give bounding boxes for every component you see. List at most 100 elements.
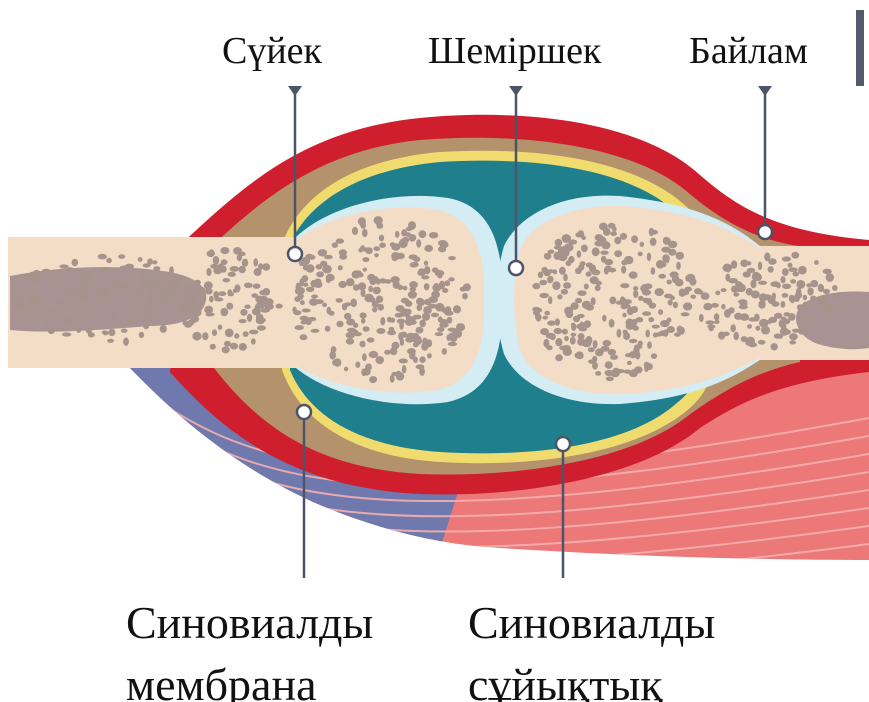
spongy-dot — [548, 269, 554, 273]
spongy-dot — [823, 289, 830, 294]
spongy-dot — [169, 266, 174, 274]
spongy-dot — [796, 280, 805, 289]
spongy-dot — [623, 332, 630, 340]
label-synovial-fluid-line2: сұйықтық — [468, 654, 715, 702]
spongy-dot — [357, 273, 363, 278]
label-synovial-membrane-line2: мембрана — [126, 654, 373, 702]
spongy-dot — [257, 325, 266, 330]
spongy-dot — [768, 266, 774, 273]
label-synovial-fluid-line1: Синовиалды — [468, 592, 715, 654]
label-synovial-membrane: Синовиалды мембрана — [126, 592, 373, 702]
spongy-dot — [43, 321, 51, 327]
spongy-dot — [80, 293, 88, 301]
spongy-dot — [797, 304, 805, 310]
spongy-dot — [240, 309, 247, 316]
spongy-dot — [361, 318, 366, 323]
spongy-dot — [427, 353, 432, 358]
spongy-dot — [633, 347, 639, 354]
spongy-dot — [764, 252, 770, 261]
spongy-dot — [644, 291, 649, 295]
spongy-dot — [70, 302, 77, 308]
spongy-dot — [102, 267, 109, 272]
spongy-dot — [139, 270, 148, 279]
spongy-dot — [387, 330, 396, 335]
spongy-dot — [369, 376, 376, 383]
spongy-dot — [759, 319, 769, 328]
spongy-dot — [621, 266, 626, 274]
spongy-dot — [187, 300, 196, 305]
spongy-dot — [350, 299, 357, 308]
spongy-dot — [40, 309, 45, 315]
spongy-dot — [202, 332, 208, 340]
spongy-dot — [541, 267, 547, 273]
spongy-dot — [59, 264, 68, 268]
spongy-dot — [577, 250, 582, 257]
spongy-dot — [733, 332, 739, 340]
spongy-dot — [384, 350, 391, 355]
spongy-dot — [338, 281, 346, 288]
spongy-dot — [367, 274, 375, 281]
spongy-dot — [48, 308, 57, 314]
spongy-dot — [234, 284, 240, 292]
spongy-dot — [424, 245, 433, 252]
spongy-dot — [620, 283, 629, 288]
spongy-dot — [650, 238, 657, 246]
spongy-dot — [401, 229, 407, 236]
spongy-dot — [676, 252, 684, 260]
spongy-dot — [782, 268, 789, 276]
spongy-dot — [429, 296, 438, 303]
spongy-dot — [416, 239, 421, 248]
spongy-dot — [360, 222, 366, 229]
spongy-dot — [616, 369, 625, 373]
spongy-dot — [733, 292, 739, 296]
spongy-dot — [575, 268, 582, 275]
spongy-dot — [670, 296, 675, 301]
spongy-dot — [718, 332, 725, 340]
spongy-dot — [448, 342, 457, 346]
spongy-dot — [391, 276, 400, 283]
spongy-dot — [143, 321, 150, 330]
spongy-dot — [390, 347, 398, 355]
spongy-dot — [617, 329, 622, 338]
spongy-dot — [735, 281, 742, 287]
spongy-dot — [212, 329, 217, 336]
spongy-dot — [210, 264, 219, 269]
spongy-dot — [418, 268, 426, 276]
spongy-dot — [332, 242, 338, 248]
spongy-dot — [365, 363, 372, 370]
spongy-dot — [403, 286, 408, 291]
spongy-dot — [205, 288, 213, 294]
spongy-dot — [262, 263, 270, 270]
spongy-dot — [699, 314, 704, 322]
spongy-dot — [715, 291, 720, 296]
spongy-dot — [395, 313, 404, 318]
spongy-dot — [550, 333, 556, 340]
spongy-dot — [540, 293, 549, 298]
spongy-dot — [599, 223, 608, 231]
spongy-dot — [555, 354, 563, 361]
spongy-dot — [308, 317, 316, 321]
spongy-dot — [391, 243, 400, 250]
spongy-dot — [758, 340, 766, 345]
spongy-dot — [620, 297, 627, 303]
left-bone-head — [296, 208, 484, 393]
spongy-dot — [576, 324, 584, 330]
spongy-dot — [363, 268, 367, 272]
spongy-dot — [107, 339, 114, 343]
spongy-dot — [421, 343, 428, 351]
spongy-dot — [610, 231, 617, 236]
spongy-dot — [358, 282, 367, 290]
spongy-dot — [61, 273, 67, 279]
spongy-dot — [186, 293, 194, 299]
spongy-dot — [814, 260, 819, 265]
spongy-dot — [400, 309, 407, 313]
spongy-dot — [376, 223, 383, 229]
spongy-dot — [714, 313, 720, 320]
spongy-dot — [442, 348, 447, 355]
spongy-dot — [113, 281, 120, 288]
spongy-dot — [588, 359, 595, 363]
spongy-dot — [539, 280, 547, 286]
spongy-dot — [360, 341, 366, 348]
spongy-dot — [774, 333, 782, 338]
spongy-dot — [145, 301, 150, 306]
